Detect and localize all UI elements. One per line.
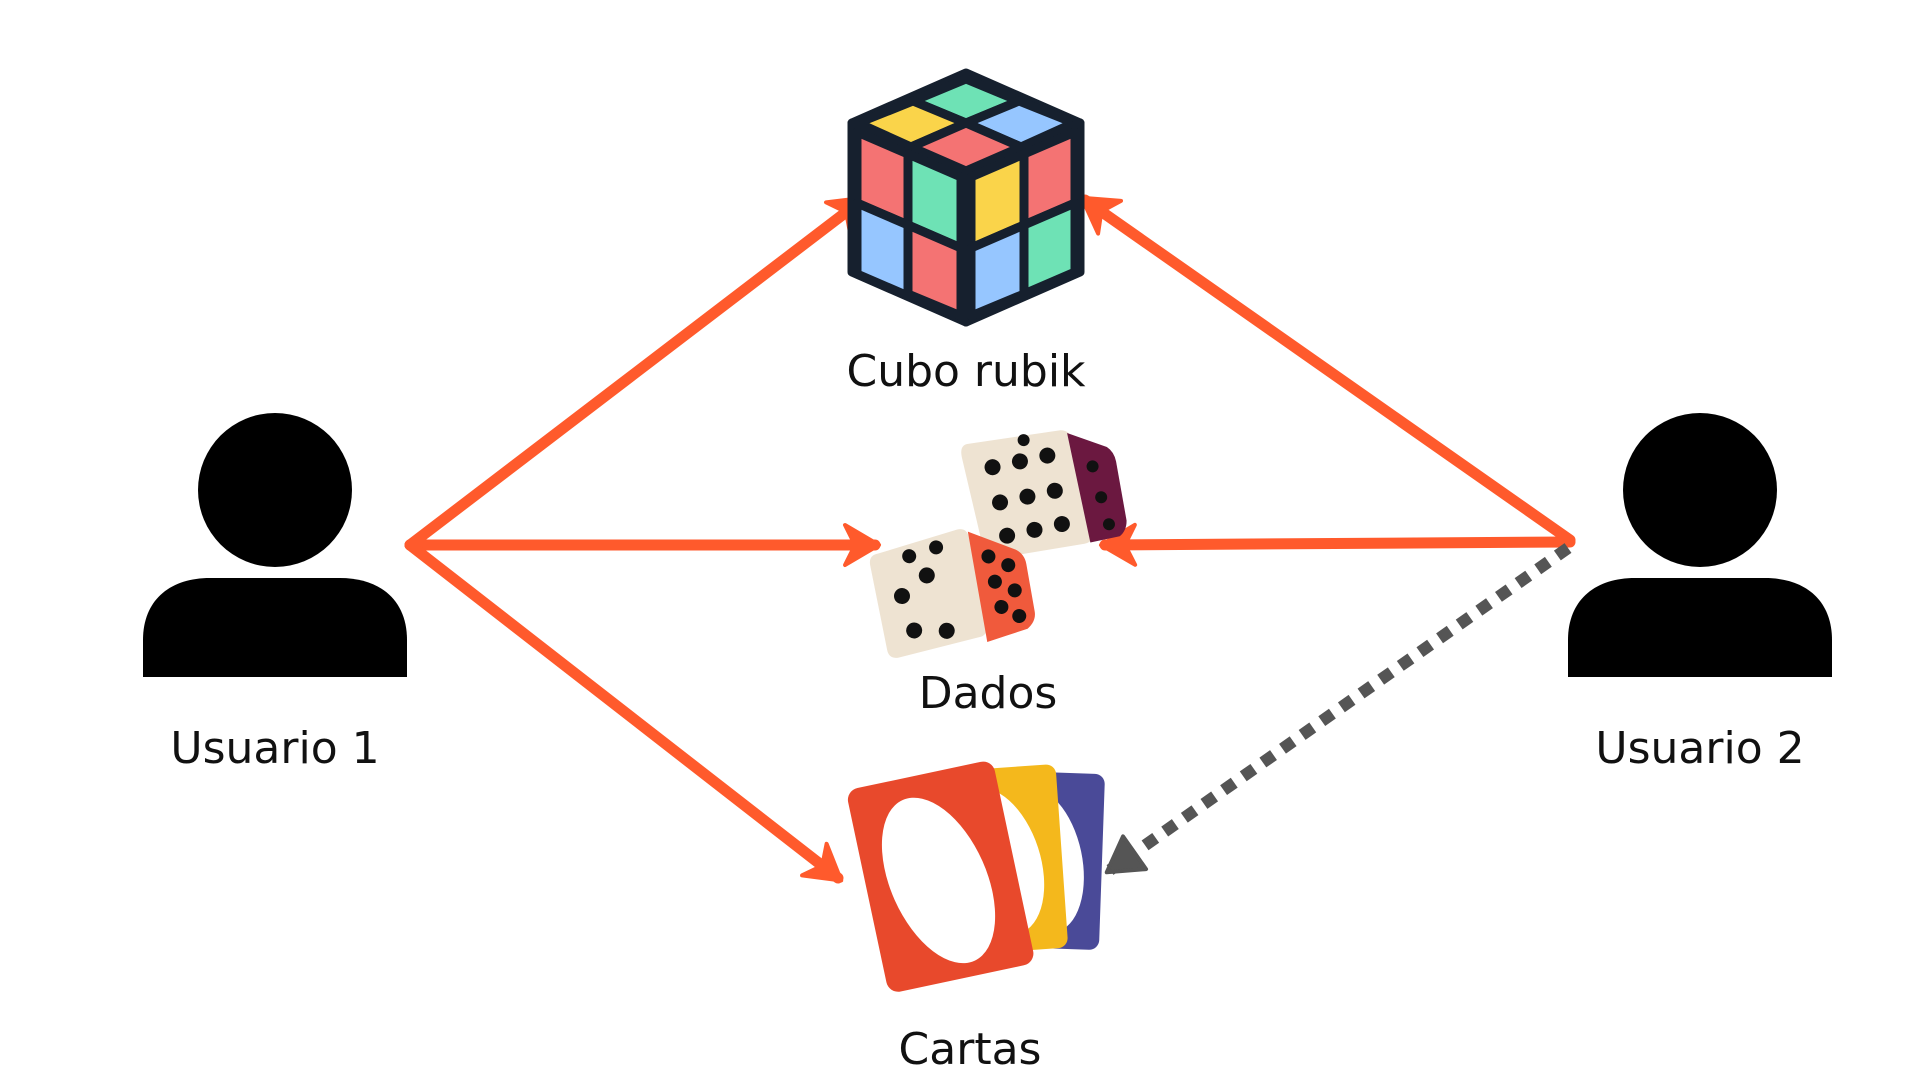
label-cartas: Cartas <box>898 1024 1042 1075</box>
person-icon <box>143 413 407 677</box>
edge-user2-dice <box>1099 522 1576 567</box>
dice-icon <box>869 430 1127 658</box>
person-icon <box>1568 413 1832 677</box>
label-usuario-2: Usuario 2 <box>1595 723 1805 774</box>
edge-user2-cards <box>1104 543 1572 875</box>
edge-user1-cards <box>404 539 844 884</box>
edge-user2-rubik <box>1079 194 1576 546</box>
label-cubo-rubik: Cubo rubik <box>846 346 1086 397</box>
playing-cards-icon <box>847 761 1105 992</box>
rubiks-cube-icon <box>847 68 1085 327</box>
label-usuario-1: Usuario 1 <box>170 723 380 774</box>
edges <box>404 194 1576 884</box>
edge-user1-rubik <box>404 194 868 551</box>
label-dados: Dados <box>918 668 1058 719</box>
